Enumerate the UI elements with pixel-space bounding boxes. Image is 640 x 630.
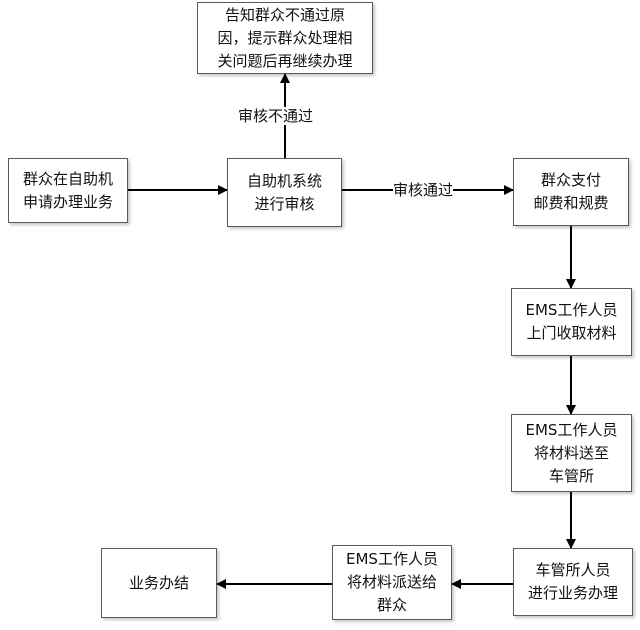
node-dmv-process: 车管所人员 进行业务办理 xyxy=(513,548,633,616)
edge-label-review-pass: 审核通过 xyxy=(393,181,454,199)
node-reject-notice: 告知群众不通过原 因，提示群众处理相 关问题后再继续办理 xyxy=(197,2,373,74)
node-done: 业务办结 xyxy=(101,548,217,618)
edge-label-review-fail: 审核不通过 xyxy=(238,107,314,125)
node-review: 自助机系统 进行审核 xyxy=(227,158,342,227)
node-ems-pickup: EMS工作人员 上门收取材料 xyxy=(511,288,632,356)
node-pay: 群众支付 邮费和规费 xyxy=(513,158,629,226)
node-ems-deliver: EMS工作人员 将材料送至 车管所 xyxy=(511,414,632,492)
node-apply: 群众在自助机 申请办理业务 xyxy=(8,158,128,223)
node-ems-return: EMS工作人员 将材料派送给 群众 xyxy=(332,545,452,620)
